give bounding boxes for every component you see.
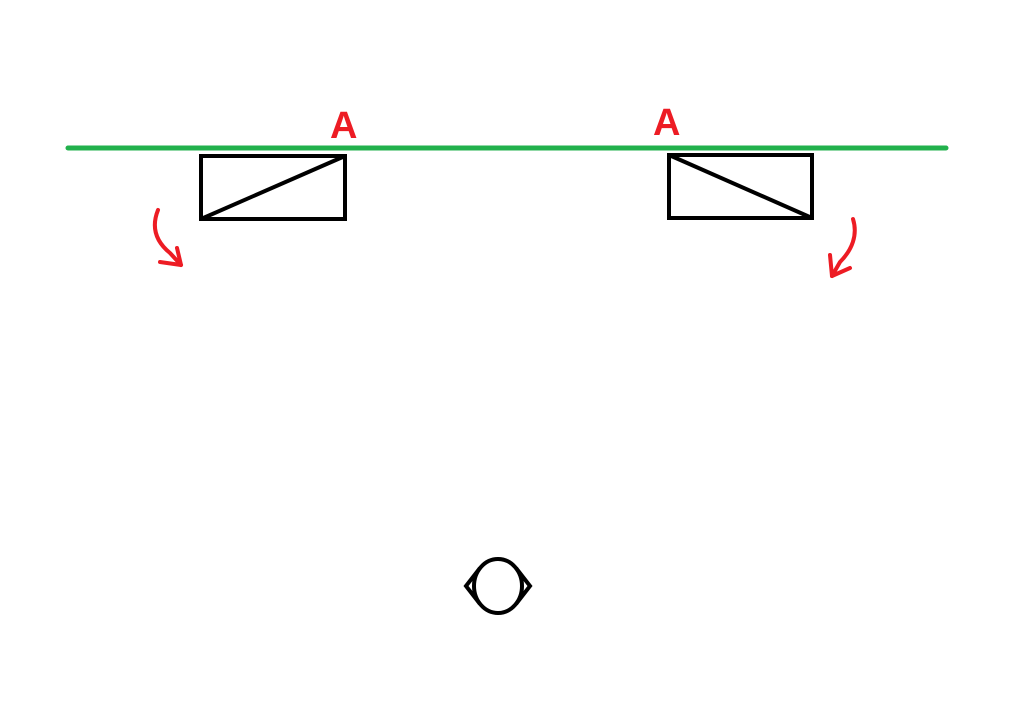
- left-marker-label: A: [330, 105, 357, 147]
- right-marker-label: A: [653, 102, 680, 144]
- right-rotation-arrow-icon: [828, 217, 857, 278]
- right-panel: [667, 153, 814, 220]
- left-rotation-arrow-icon: [152, 208, 183, 267]
- left-panel: [199, 154, 347, 221]
- viewer-person-icon: [463, 557, 533, 615]
